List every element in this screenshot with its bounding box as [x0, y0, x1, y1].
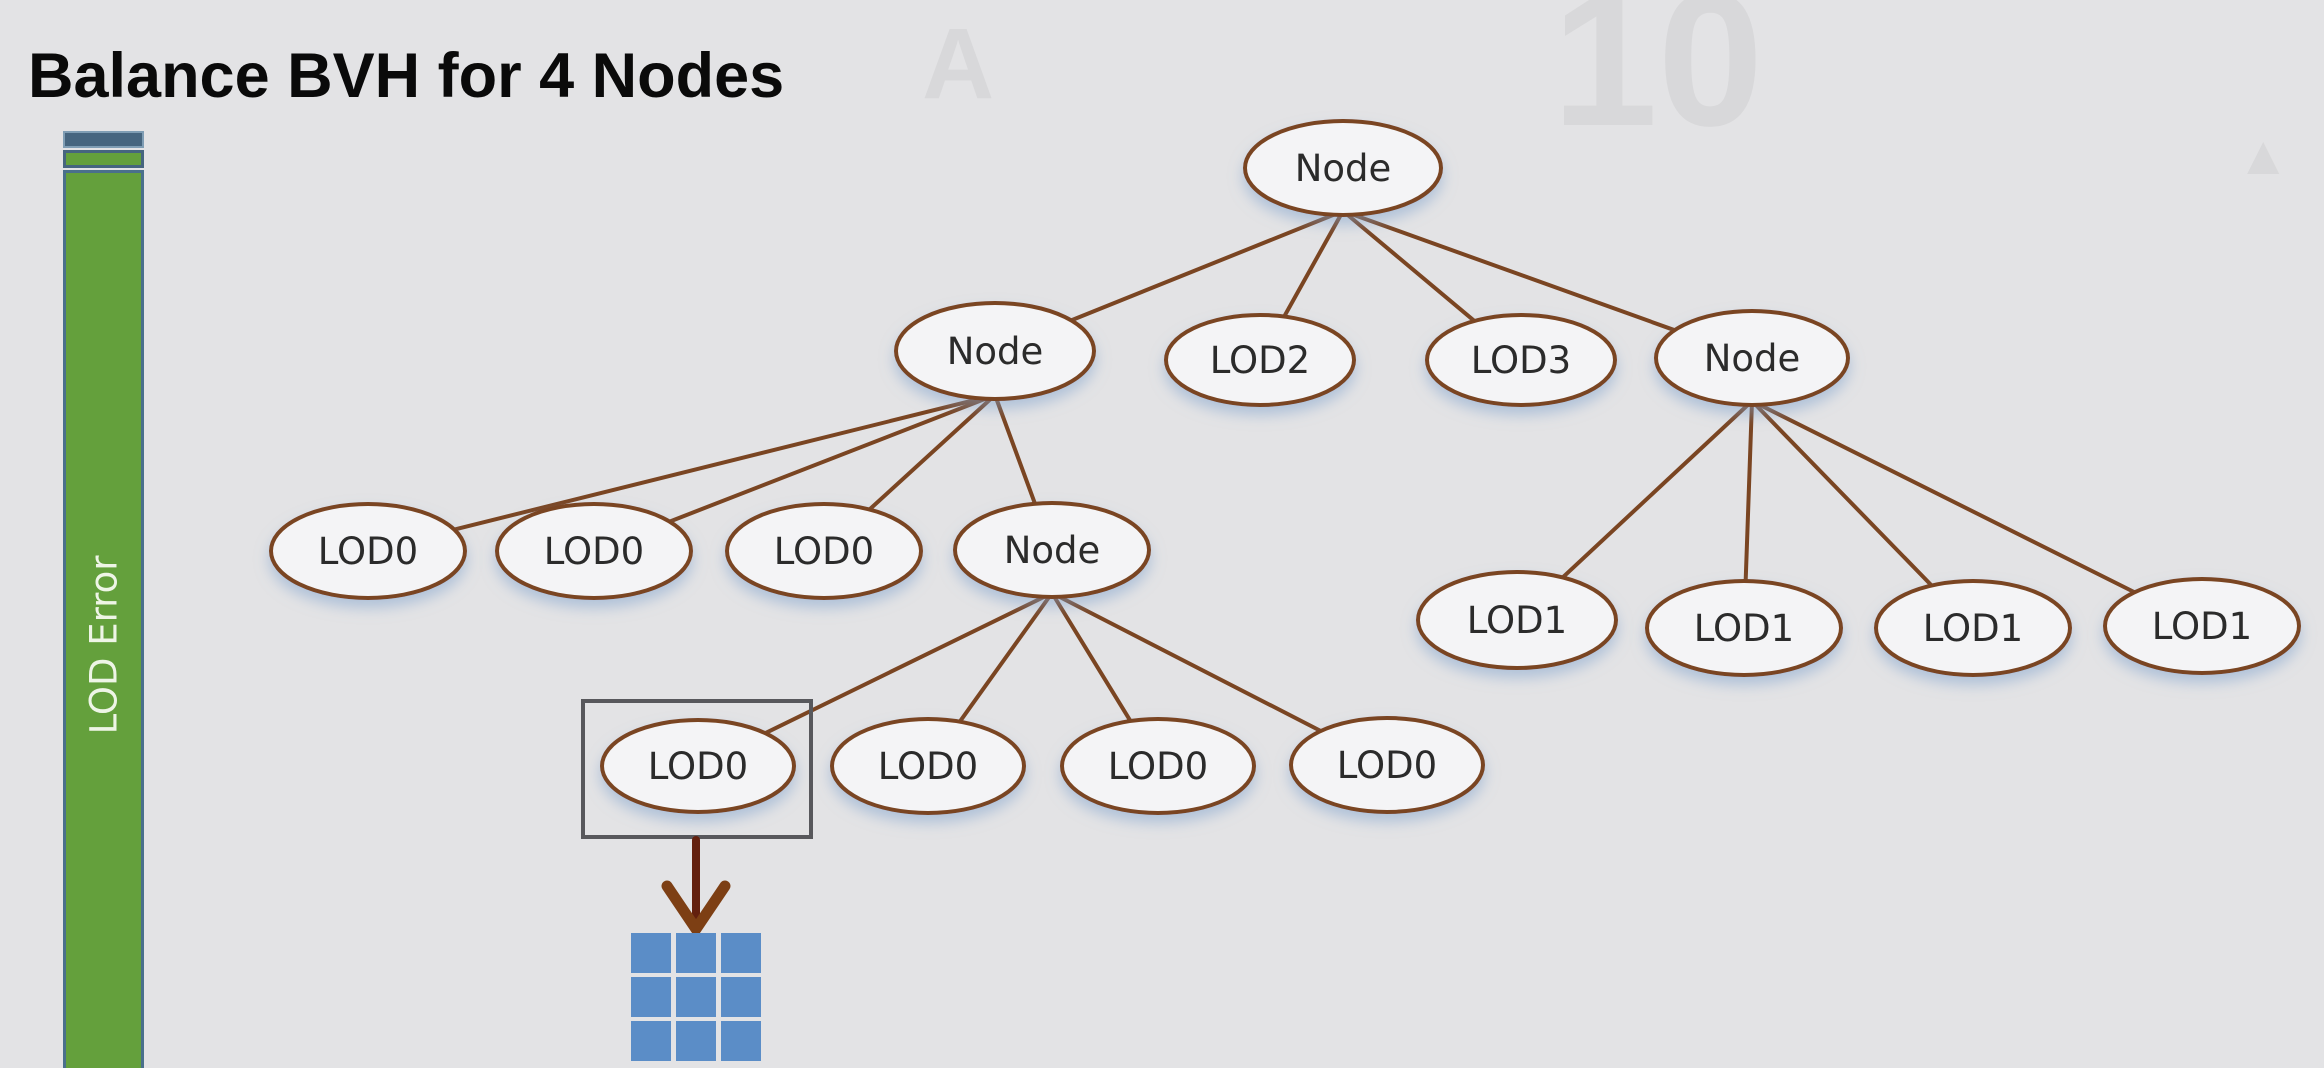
tree-node-ellipse-l0c	[725, 502, 923, 600]
tree-node-label-l0d: LOD0	[648, 745, 748, 788]
tree-node-label-l0e: LOD0	[878, 745, 978, 788]
tree-node-label-nl: Node	[947, 330, 1044, 373]
tree-edge-root-nr	[1341, 209, 1677, 333]
tree-edge-nl-l0b	[667, 393, 997, 524]
tree-node-label-l0c: LOD0	[774, 530, 874, 573]
tree-node-label-ni: Node	[1004, 529, 1101, 572]
tree-node-label-root: Node	[1295, 147, 1392, 190]
tree-node-ellipse-l1d	[2103, 577, 2301, 675]
tree-edge-root-nl	[1069, 209, 1345, 323]
lod-bar-mid-band	[63, 150, 144, 168]
tree-node-label-lod2: LOD2	[1210, 339, 1310, 382]
patch-grid-cell	[631, 977, 671, 1017]
tree-node-ellipse-lod2	[1164, 313, 1356, 407]
patch-grid-cell	[631, 1021, 671, 1061]
tree-node-label-l1c: LOD1	[1923, 607, 2023, 650]
patch-grid-cell	[631, 933, 671, 973]
tree-node-label-l1b: LOD1	[1694, 607, 1794, 650]
tree-edge-ni-l0e	[957, 591, 1054, 724]
tree-node-ellipse-l1a	[1416, 570, 1618, 670]
tree-node-ellipse-l0g	[1289, 716, 1485, 814]
tree-edge-nr-l1a	[1560, 399, 1754, 580]
patch-grid-cell	[721, 1021, 761, 1061]
tree-node-label-lod3: LOD3	[1471, 339, 1571, 382]
tree-edge-root-lod2	[1282, 209, 1345, 319]
tree-node-ellipse-l1c	[1874, 579, 2072, 677]
tree-node-ellipse-l0e	[830, 717, 1026, 815]
tree-node-ellipse-l0a	[269, 502, 467, 600]
tree-edge-root-lod3	[1341, 209, 1477, 323]
patch-grid-cell	[721, 933, 761, 973]
lod-error-bar	[63, 170, 144, 1068]
tree-node-label-l1d: LOD1	[2152, 605, 2252, 648]
tree-node-ellipse-l1b	[1645, 579, 1843, 677]
patch-grid-cell	[721, 977, 761, 1017]
tree-node-ellipse-nl	[894, 301, 1096, 401]
tree-edge-ni-l0f	[1050, 591, 1133, 723]
slide-title: Balance BVH for 4 Nodes	[28, 41, 785, 112]
tree-node-label-l0a: LOD0	[318, 530, 418, 573]
patch-grid-cell	[676, 1021, 716, 1061]
tree-node-ellipse-l0d	[600, 718, 796, 814]
patch-grid-cell	[676, 977, 716, 1017]
tree-edge-ni-l0d	[763, 591, 1054, 736]
tree-node-label-l0f: LOD0	[1108, 745, 1208, 788]
tree-edge-nl-l0c	[867, 393, 997, 512]
arrow-head-icon	[661, 880, 731, 935]
tree-node-ellipse-lod3	[1425, 313, 1617, 407]
patch-grid-cell	[676, 933, 716, 973]
tree-node-ellipse-l0f	[1060, 717, 1256, 815]
tree-node-label-l0b: LOD0	[544, 530, 644, 573]
tree-node-ellipse-ni	[953, 501, 1151, 599]
tree-node-ellipse-l0b	[495, 502, 693, 600]
tree-node-label-nr: Node	[1704, 337, 1801, 380]
tree-edge-nr-l1d	[1750, 399, 2137, 595]
tree-edge-nl-ni	[993, 393, 1037, 506]
tree-edge-nr-l1b	[1743, 399, 1754, 584]
tree-edge-nl-l0a	[452, 393, 997, 532]
tree-node-label-l0g: LOD0	[1337, 744, 1437, 787]
lod-bar-top-band	[63, 131, 144, 148]
tree-node-ellipse-root	[1243, 119, 1443, 217]
tree-node-label-l1a: LOD1	[1467, 599, 1567, 642]
tree-edge-nr-l1c	[1750, 399, 1934, 588]
tree-node-ellipse-nr	[1654, 309, 1850, 407]
tree-edge-ni-l0g	[1050, 591, 1323, 733]
